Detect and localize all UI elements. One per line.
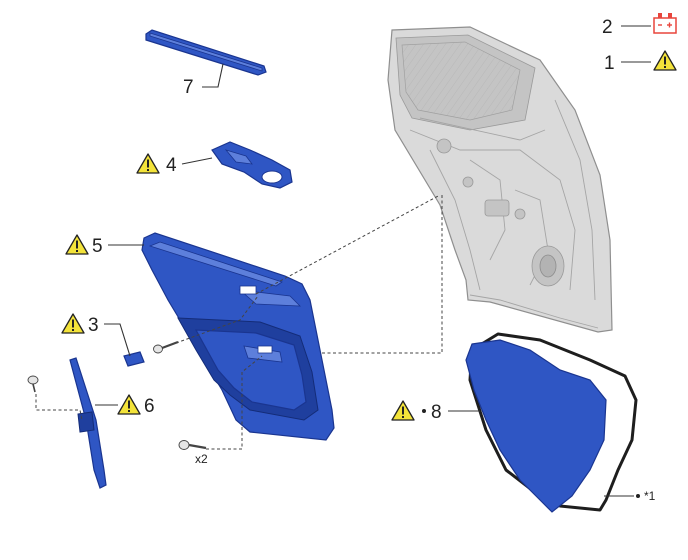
callout-4-number: 4: [166, 155, 177, 176]
callout-1: 1: [604, 50, 677, 74]
battery-icon: [653, 13, 677, 34]
callout-5-number: 5: [92, 236, 103, 257]
caution-triangle-icon: [117, 394, 141, 415]
part-3-cover: [123, 351, 145, 367]
callout-8-number: 8: [431, 402, 442, 423]
callout-2-number: 2: [602, 17, 613, 38]
callout-2: 2: [602, 13, 677, 38]
callout-1-number: 1: [604, 53, 615, 74]
part-7-weatherstrip: [145, 29, 267, 76]
quantity-label: x2: [195, 452, 208, 466]
caution-triangle-icon: [391, 400, 415, 421]
part-6-inner-strip: [69, 357, 107, 489]
caution-triangle-icon: [61, 313, 85, 334]
caution-triangle-icon: [136, 153, 160, 174]
callout-3-number: 3: [88, 315, 99, 336]
part-4-switch-base: [211, 141, 293, 189]
caution-triangle-icon: [653, 50, 677, 71]
callout-4: 4: [136, 153, 213, 176]
clip-6: [27, 375, 83, 421]
screw-x2: x2: [178, 355, 263, 466]
star-note-label: *1: [644, 489, 656, 503]
callout-3: 3: [61, 313, 131, 357]
part-5-door-trim-board: [141, 232, 335, 441]
callout-6: 6: [95, 394, 155, 417]
callout-6-number: 6: [144, 396, 155, 417]
part-8-service-hole-cover: [465, 332, 638, 513]
callout-8: 8: [391, 400, 480, 423]
callout-5: 5: [65, 234, 144, 257]
door-panel-frame: [387, 26, 613, 333]
screw-5: [153, 340, 179, 354]
note-star-1: *1: [604, 489, 656, 503]
callout-7-number: 7: [183, 77, 194, 98]
callout-7: 7: [183, 63, 224, 98]
caution-triangle-icon: [65, 234, 89, 255]
